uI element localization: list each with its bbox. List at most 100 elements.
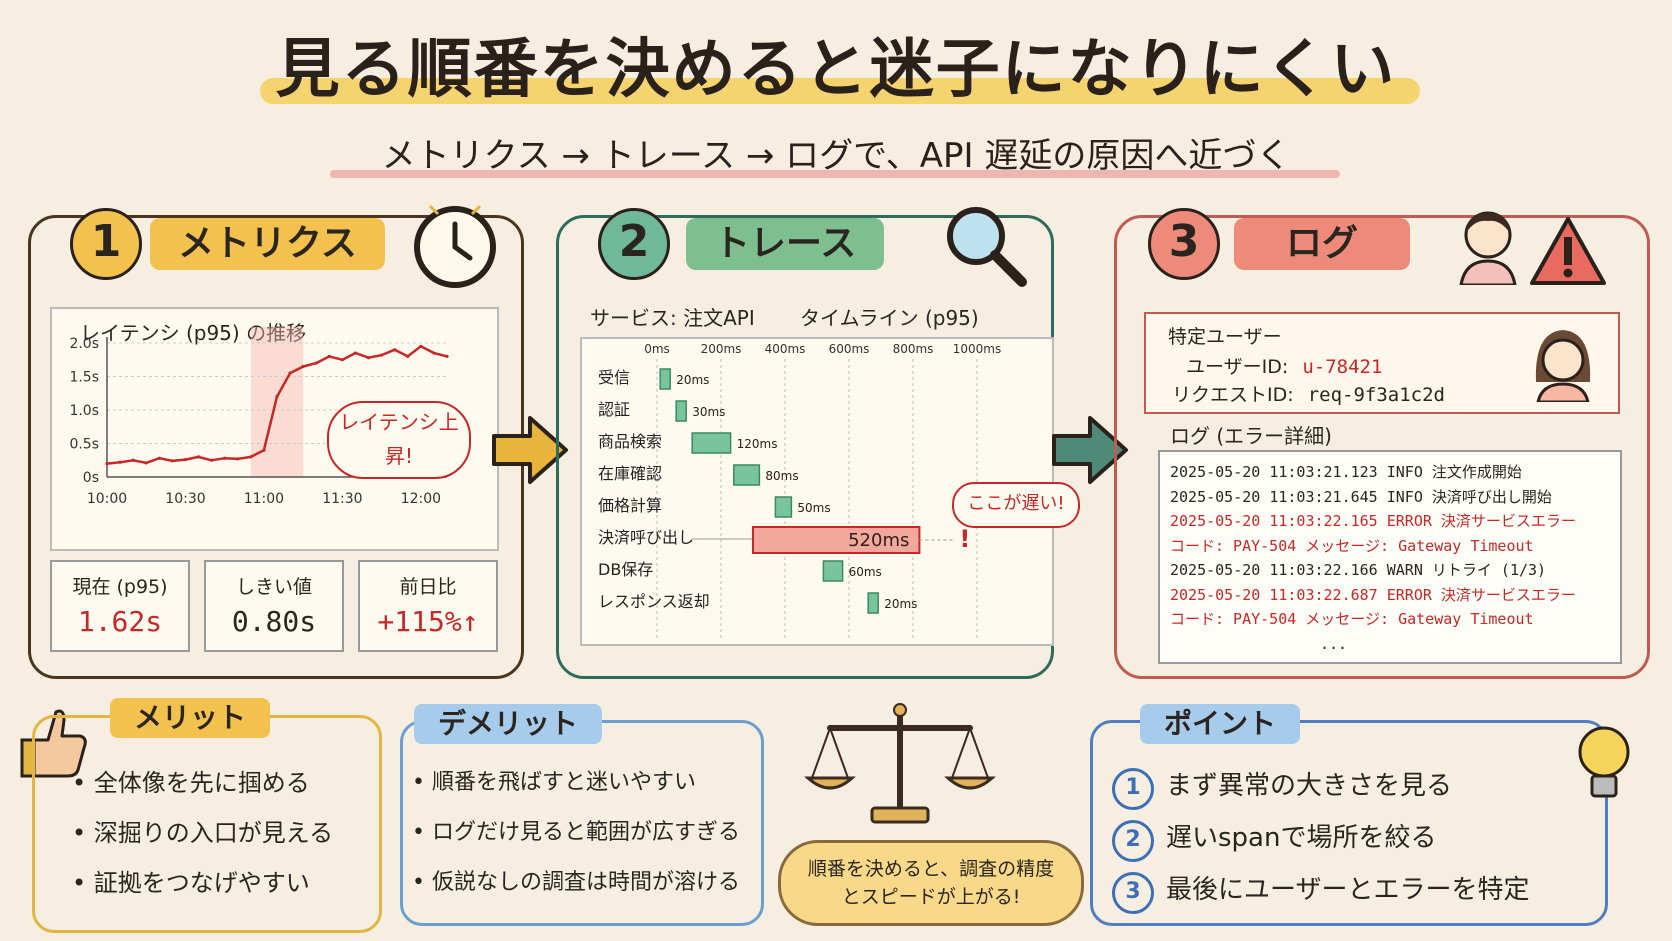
data-point: [327, 354, 331, 358]
span-name: レスポンス返却: [598, 592, 710, 611]
merit-title: メリット: [110, 698, 271, 738]
data-point: [144, 461, 148, 465]
data-point: [157, 456, 161, 460]
stat-threshold: しきい値 0.80s: [204, 560, 344, 652]
light-bulb-icon: [1578, 726, 1630, 798]
log-title: ログ (エラー詳細): [1170, 424, 1332, 448]
stat-day-over-day: 前日比 +115%↑: [358, 560, 498, 652]
balance-scale-icon: [804, 703, 996, 824]
user-id-row: ユーザーID: u-78421: [1186, 352, 1382, 379]
data-point: [406, 354, 410, 358]
list-item: • 深掘りの入口が見える: [72, 819, 334, 847]
slow-callout: ここが遅い!: [952, 482, 1080, 528]
log-line: 2025-05-20 11:03:22.165 ERROR 決済サービスエラー: [1170, 512, 1576, 530]
stat-value: +115%↑: [377, 605, 479, 638]
y-tick-label: 1.0s: [69, 403, 99, 419]
log-panel: [1114, 215, 1650, 679]
demerit-list: • 順番を飛ばすと迷いやすい • ログだけ見ると範囲が広すぎる • 仮説なしの調…: [412, 758, 740, 908]
data-point: [223, 456, 227, 460]
title-highlight: [260, 78, 1420, 104]
user-info-box: 特定ユーザー ユーザーID: u-78421 リクエストID: req-9f3a…: [1144, 312, 1620, 414]
person-icon: [1459, 211, 1517, 285]
merit-list: • 全体像を先に掴める • 深掘りの入口が見える • 証拠をつなげやすい: [72, 758, 333, 908]
x-tick-label: 11:00: [244, 491, 284, 507]
data-point: [249, 455, 253, 459]
data-point: [131, 458, 135, 462]
step-label-log: ログ: [1234, 218, 1411, 270]
step-label-metrics: メトリクス: [150, 218, 385, 270]
list-item: • 仮説なしの調査は時間が溶ける: [412, 870, 740, 895]
span-bar: [691, 432, 732, 454]
log-line: 2025-05-20 11:03:21.645 INFO 決済呼び出し開始: [1170, 487, 1552, 506]
user-avatar-icon: [1535, 330, 1591, 402]
x-tick-label: 11:30: [322, 491, 362, 507]
data-point: [183, 457, 188, 462]
latency-callout-text: レイテンシ上昇!: [339, 410, 459, 468]
x-tick-label: 10:00: [87, 491, 127, 507]
data-point: [301, 364, 305, 369]
magnifier-icon: [947, 207, 1027, 287]
latency-callout: レイテンシ上昇!: [327, 401, 471, 479]
log-line: 2025-05-20 11:03:22.687 ERROR 決済サービスエラー: [1170, 585, 1576, 604]
list-item: • 順番を飛ばすと迷いやすい: [412, 770, 696, 795]
user-id-value: u-78421: [1302, 356, 1383, 378]
span-bar: [822, 560, 844, 582]
span-name: DB保存: [598, 560, 653, 579]
x-tick-label: 10:30: [165, 491, 205, 507]
list-item: • 証拠をつなげやすい: [72, 869, 310, 897]
axis-tick-label: 800ms: [893, 342, 934, 356]
slow-callout-text: ここが遅い!: [967, 493, 1065, 514]
point-number: 3: [1112, 872, 1154, 914]
point-box: [1090, 720, 1608, 926]
log-line: 2025-05-20 11:03:21.123 INFO 注文作成開始: [1170, 463, 1522, 481]
arrow-right-icon: [492, 416, 568, 484]
span-duration: 30ms: [692, 405, 725, 419]
log-list: 2025-05-20 11:03:21.123 INFO 注文作成開始 2025-…: [1158, 450, 1622, 664]
stat-label: しきい値: [235, 576, 312, 598]
data-point: [353, 351, 358, 355]
summary-text: 順番を決めると、調査の精度とスピードが上がる!: [807, 858, 1055, 908]
y-tick-label: 1.5s: [69, 370, 99, 386]
span-duration: 120ms: [737, 437, 778, 451]
step-number-2: 2: [598, 208, 670, 280]
data-point: [314, 361, 318, 365]
span-bar: [733, 464, 761, 486]
data-point: [380, 353, 384, 357]
request-id-row: リクエストID: req-9f3a1c2d: [1172, 380, 1445, 407]
span-bar-slow: [752, 526, 921, 554]
span-duration: 80ms: [765, 469, 798, 483]
request-id-value: req-9f3a1c2d: [1307, 384, 1445, 406]
axis-tick-label: 400ms: [765, 342, 806, 356]
span-duration: 20ms: [884, 597, 917, 611]
step-label-trace: トレース: [686, 218, 885, 270]
stat-current: 現在 (p95) 1.62s: [50, 560, 190, 652]
data-point: [366, 356, 371, 360]
span-duration: 20ms: [676, 373, 709, 387]
axis-tick-label: 600ms: [829, 342, 870, 356]
data-point: [118, 460, 122, 464]
span-duration: 60ms: [849, 565, 882, 579]
data-point: [432, 351, 436, 355]
user-id-label: ユーザーID:: [1186, 356, 1289, 378]
chart-title: レイテンシ (p95) の推移: [80, 321, 307, 345]
warning-icon: [1530, 217, 1606, 285]
trace-service-label: サービス: 注文API: [590, 306, 755, 330]
span-name: 認証: [598, 400, 630, 419]
point-title: ポイント: [1140, 704, 1301, 744]
log-line: 2025-05-20 11:03:22.166 WARN リトライ (1/3): [1170, 561, 1547, 579]
x-tick-label: 12:00: [401, 491, 441, 507]
span-bar: [675, 400, 687, 422]
y-tick-label: 0s: [83, 470, 99, 486]
span-bar: [867, 592, 879, 614]
data-point: [419, 344, 423, 348]
y-tick-label: 0.5s: [69, 437, 99, 453]
data-point: [236, 457, 240, 461]
span-bar: [774, 496, 793, 518]
stat-label: 前日比: [399, 576, 457, 598]
stat-value: 0.80s: [231, 605, 317, 638]
